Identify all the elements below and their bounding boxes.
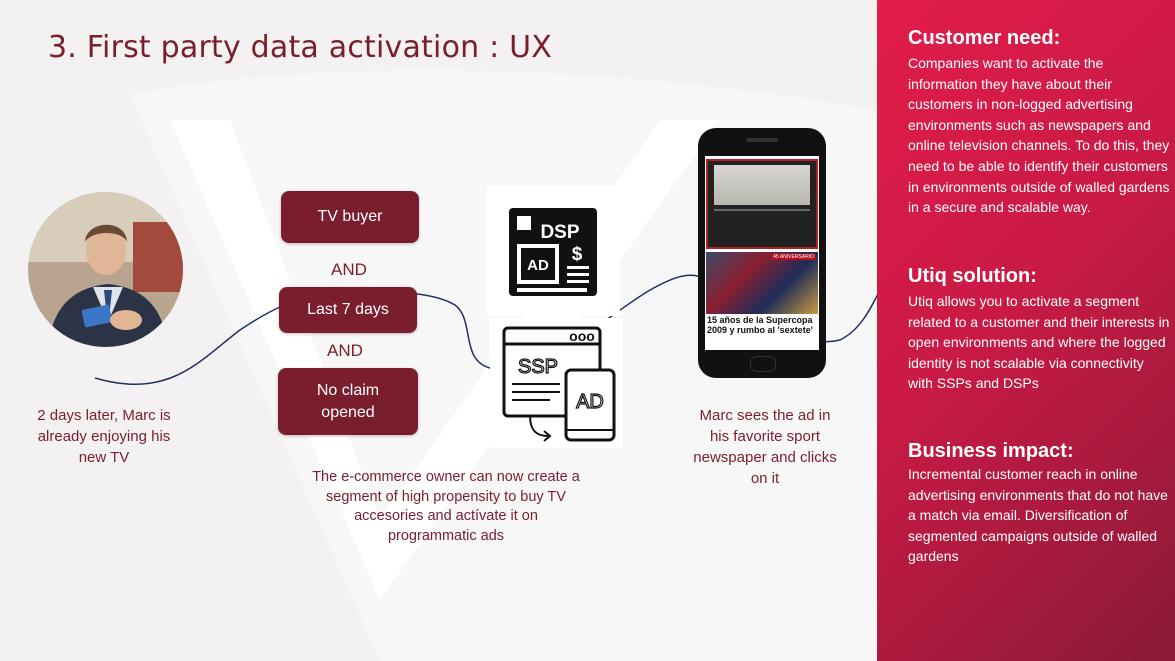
marc-enjoying-tv-caption: 2 days later, Marc is already enjoying h… bbox=[37, 407, 171, 466]
dsp-label: DSP bbox=[540, 222, 579, 243]
customer-need-heading: Customer need: bbox=[908, 27, 1061, 49]
ssp-label: SSP bbox=[518, 356, 558, 378]
ad-product-image bbox=[714, 165, 810, 205]
info-panel: Customer need: Companies want to activat… bbox=[877, 0, 1175, 661]
anniversary-badge: 45 ANIVERSARIO bbox=[771, 254, 816, 260]
phone-home-button bbox=[750, 356, 776, 372]
dsp-icon: DSP AD $ bbox=[487, 186, 620, 316]
ssp-ad-label: AD bbox=[576, 391, 604, 413]
criteria-last-7-days: Last 7 days bbox=[279, 287, 417, 333]
dsp-currency-symbol: $ bbox=[572, 244, 583, 265]
utiq-solution-heading: Utiq solution: bbox=[908, 265, 1037, 287]
ecommerce-owner-caption: The e-commerce owner can now create a se… bbox=[312, 469, 580, 544]
business-impact-text: Incremental customer reach in online adv… bbox=[908, 466, 1168, 565]
customer-need-text: Companies want to activate the informati… bbox=[908, 55, 1170, 216]
utiq-solution-text: Utiq allows you to activate a segment re… bbox=[908, 293, 1170, 392]
ad-divider bbox=[714, 209, 810, 211]
phone-screen: 45 ANIVERSARIO 15 años de la Supercopa 2… bbox=[705, 156, 819, 350]
smartphone-mockup: 45 ANIVERSARIO 15 años de la Supercopa 2… bbox=[698, 128, 826, 378]
criteria-no-claim-opened: No claim opened bbox=[278, 368, 418, 435]
business-impact-heading: Business impact: bbox=[908, 440, 1074, 462]
marc-photo bbox=[28, 192, 183, 347]
phone-speaker bbox=[746, 138, 778, 142]
marc-sees-ad-caption: Marc sees the ad in his favorite sport n… bbox=[693, 407, 837, 487]
page-title: 3. First party data activation : UX bbox=[48, 30, 553, 65]
news-headline[interactable]: 15 años de la Supercopa 2009 y rumbo al … bbox=[707, 315, 813, 335]
and-connector-label: AND bbox=[331, 260, 367, 279]
ssp-icon: ooo SSP AD bbox=[490, 318, 622, 448]
dsp-ad-label: AD bbox=[527, 257, 549, 274]
ssp-window-dots: ooo bbox=[569, 328, 595, 344]
tv-accessory-ad[interactable] bbox=[706, 159, 818, 249]
and-connector-label: AND bbox=[327, 341, 363, 360]
news-article-photo[interactable]: 45 ANIVERSARIO bbox=[706, 252, 818, 314]
criteria-tv-buyer: TV buyer bbox=[281, 191, 419, 243]
